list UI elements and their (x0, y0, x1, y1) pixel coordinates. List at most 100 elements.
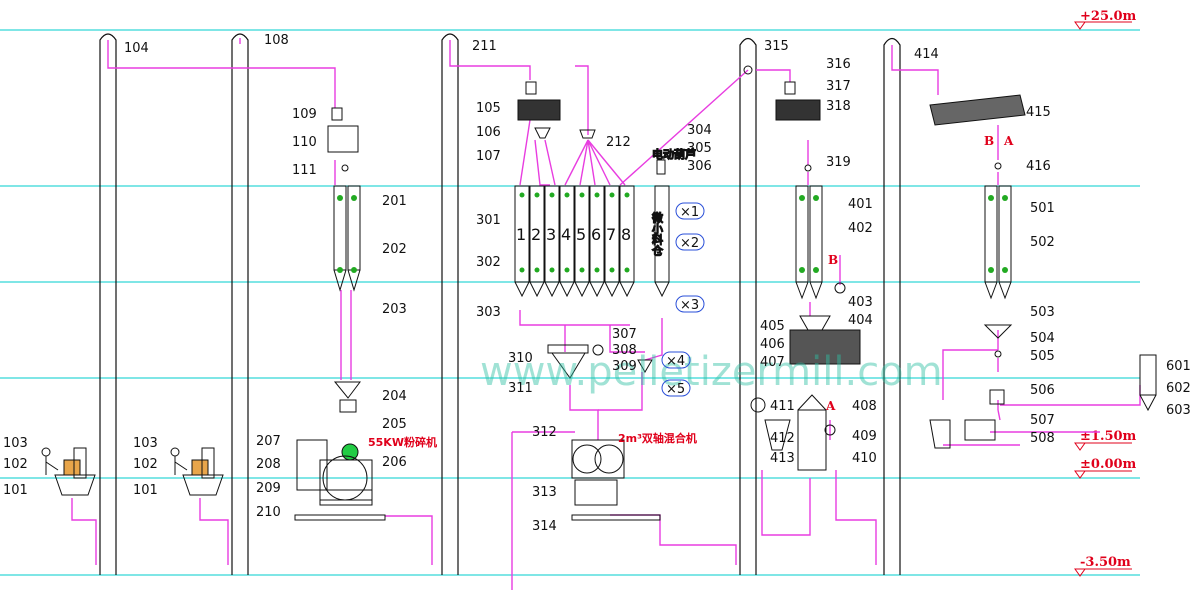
elevator-414 (883, 37, 901, 575)
label-201: 201 (382, 194, 407, 209)
label-210: 210 (256, 505, 281, 520)
tag-x2: ×2 (680, 236, 699, 251)
label-504: 504 (1030, 331, 1055, 346)
label-104: 104 (124, 41, 149, 56)
label-101: 101 (3, 483, 28, 498)
label-301: 301 (476, 213, 501, 228)
label-209: 209 (256, 481, 281, 496)
label-602: 602 (1166, 381, 1191, 396)
label-505: 505 (1030, 349, 1055, 364)
elevator-108 (231, 33, 249, 575)
label-310: 310 (508, 351, 533, 366)
crusher-caption: 55KW粉碎机 (368, 435, 437, 449)
label-102b: 102 (133, 457, 158, 472)
label-508: 508 (1030, 431, 1055, 446)
elevator-211 (441, 33, 459, 575)
label-319: 319 (826, 155, 851, 170)
bin-number: 4 (561, 225, 571, 244)
level-label: ±0.00m (1080, 457, 1137, 472)
bin-number: 5 (576, 225, 586, 244)
label-412: 412 (770, 431, 795, 446)
label-315: 315 (764, 39, 789, 54)
label-306: 306 (687, 159, 712, 174)
label-316: 316 (826, 57, 851, 72)
x-tags: ×1 ×2 ×3 ×4 ×5 (661, 202, 705, 397)
label-308: 308 (612, 343, 637, 358)
label-105: 105 (476, 101, 501, 116)
bin-number: 6 (591, 225, 601, 244)
label-318: 318 (826, 99, 851, 114)
label-503: 503 (1030, 305, 1055, 320)
bin-number: 7 (606, 225, 616, 244)
label-305: 305 (687, 141, 712, 156)
label-207: 207 (256, 434, 281, 449)
label-406: 406 (760, 337, 785, 352)
label-108: 108 (264, 33, 289, 48)
bin-numbers: 1 2 3 4 5 6 7 8 (516, 225, 631, 244)
label-314: 314 (532, 519, 557, 534)
micro-bin-hoist-caption: 电动葫芦 (652, 147, 696, 161)
label-103: 103 (3, 436, 28, 451)
label-211: 211 (472, 39, 497, 54)
label-203: 203 (382, 302, 407, 317)
label-402: 402 (848, 221, 873, 236)
label-304: 304 (687, 123, 712, 138)
label-307: 307 (612, 327, 637, 342)
pellet-motor-316 (743, 65, 821, 172)
level-marker-bottom: -3.50m (1074, 555, 1132, 577)
intake-station-1 (41, 447, 96, 496)
distributor-212 (517, 81, 596, 139)
label-205: 205 (382, 417, 407, 432)
label-410: 410 (852, 451, 877, 466)
bucket-elevators (99, 33, 901, 575)
label-405: 405 (760, 319, 785, 334)
label-111: 111 (292, 163, 317, 178)
label-110: 110 (292, 135, 317, 150)
level-marker-150: ±1.50m (1074, 429, 1137, 451)
equipment-labels: 103 102 101 103 102 101 104 108 109 110 … (3, 33, 1191, 534)
elevator-104 (99, 33, 117, 575)
cleaner-110 (327, 107, 359, 172)
label-413: 413 (770, 451, 795, 466)
tag-x4: ×4 (666, 354, 685, 369)
label-302: 302 (476, 255, 501, 270)
label-109: 109 (292, 107, 317, 122)
label-502: 502 (1030, 235, 1055, 250)
marker-a: A (825, 399, 836, 413)
label-601: 601 (1166, 359, 1191, 374)
label-202: 202 (382, 242, 407, 257)
label-401: 401 (848, 197, 873, 212)
label-407: 407 (760, 355, 785, 370)
micro-bin-caption: 微小料仓 (651, 211, 665, 257)
crusher-205 (294, 381, 386, 521)
label-212: 212 (606, 135, 631, 150)
label-312: 312 (532, 425, 557, 440)
marker-a-2: A (1003, 134, 1014, 148)
packing-506 (929, 354, 1157, 449)
label-414: 414 (914, 47, 939, 62)
watermark: www.pelletizermill.com (480, 349, 943, 395)
pellet-mill-404 (789, 282, 861, 365)
elevator-315 (739, 37, 757, 575)
level-label: ±1.50m (1080, 429, 1137, 444)
label-313: 313 (532, 485, 557, 500)
micro-bin: 电动葫芦 微小料仓 (650, 147, 697, 298)
tag-x3: ×3 (680, 298, 699, 313)
label-603: 603 (1166, 403, 1191, 418)
bin-number: 8 (621, 225, 631, 244)
intake-station-2 (170, 447, 224, 496)
bins-201 (333, 185, 361, 292)
bin-number: 2 (531, 225, 541, 244)
level-marker-top: +25.0m (1074, 9, 1137, 30)
batching-bins (514, 185, 635, 298)
label-311: 311 (508, 381, 533, 396)
label-106: 106 (476, 125, 501, 140)
level-marker-000: ±0.00m (1074, 457, 1137, 479)
screen-415 (929, 94, 1026, 170)
label-409: 409 (852, 429, 877, 444)
bins-401 (795, 185, 823, 300)
label-309: 309 (612, 359, 637, 374)
label-506: 506 (1030, 383, 1055, 398)
tag-x1: ×1 (680, 205, 699, 220)
